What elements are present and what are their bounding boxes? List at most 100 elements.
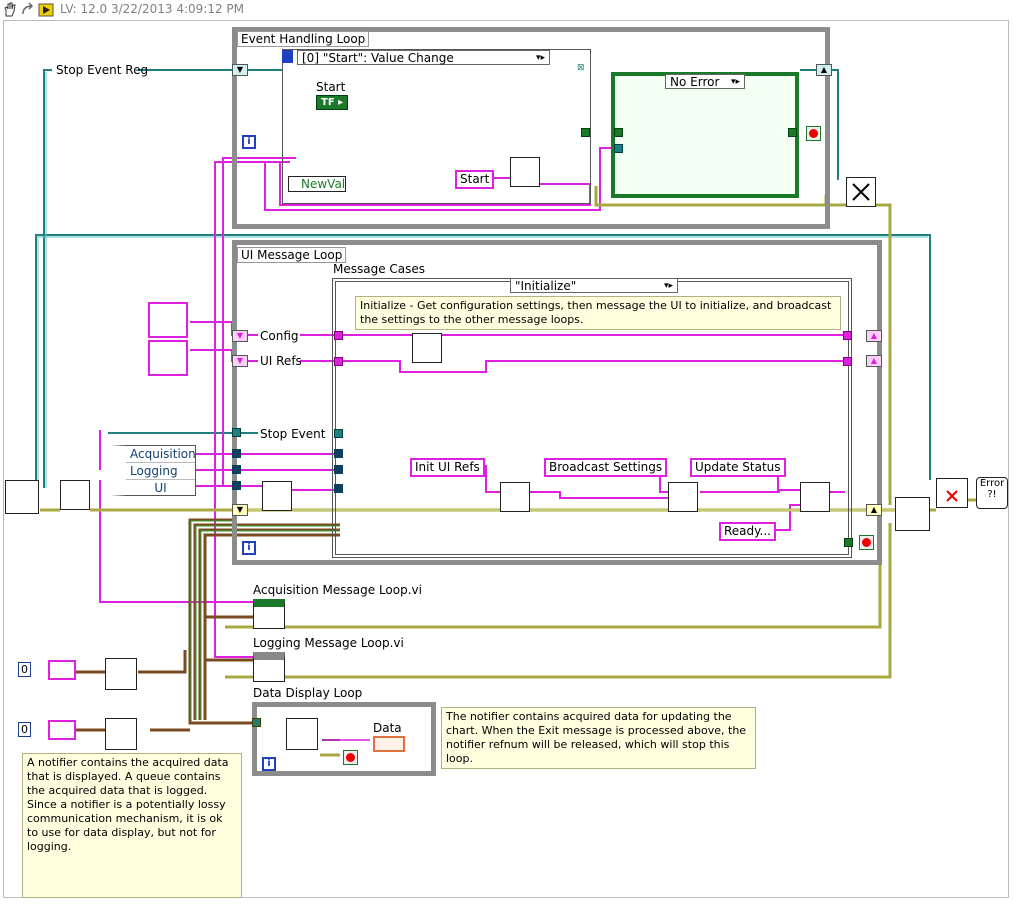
toolbar: LV: 12.0 3/22/2013 4:09:12 PM [0,0,1014,20]
event-selector[interactable]: [0] "Start": Value Change ▾▸ [297,50,550,65]
event-structure[interactable] [282,49,591,204]
log-subvi-icon[interactable] [253,652,285,682]
start-bool-terminal[interactable]: TF ▸ [316,95,349,110]
start-label: Start [316,80,346,94]
shift-register-left[interactable]: ▼ [232,64,248,76]
block-diagram [3,20,1009,898]
ui-message-loop[interactable] [232,240,882,565]
notifier-comment: A notifier contains the acquired data th… [22,753,242,898]
enqueue-message-icon-3[interactable] [800,482,830,512]
cluster-item-logging: Logging [126,463,195,480]
create-stop-event-icon[interactable] [5,480,39,514]
tunnel [232,481,241,490]
zero-text-2: 0 [21,723,28,736]
wait-on-notification-icon[interactable] [286,718,318,750]
chevron-down-icon: ▾▸ [535,53,545,63]
stop-event-label: Stop Event [260,427,326,441]
notifier-size-const[interactable]: 0 [18,722,31,737]
uirefs-shift-register[interactable]: ▼ [232,355,248,367]
event-loop-stop-icon[interactable] [806,126,821,141]
ui-loop-stop-icon[interactable] [859,535,874,550]
config-label: Config [260,329,299,343]
case-selector-text: "Initialize" [515,279,577,293]
tunnel [232,465,241,474]
tunnel [334,331,343,340]
zero-text-1: 0 [21,663,28,676]
log-vi-label: Logging Message Loop.vi [253,636,404,650]
error-case-text: No Error [670,75,720,89]
hand-icon[interactable] [2,2,18,18]
enqueue-message-icon-1[interactable] [500,482,530,512]
teal-tunnel [614,144,623,153]
vi-title: LV: 12.0 3/22/2013 4:09:12 PM [60,2,244,16]
config-shift-register-right[interactable]: ▲ [866,330,882,342]
arrows-icon[interactable] [20,2,36,18]
data-label: Data [373,721,402,735]
uirefs-constant-icon[interactable] [148,340,188,376]
start-message-const[interactable]: Start [455,170,495,189]
dequeue-message-icon[interactable] [262,481,292,511]
run-icon[interactable] [38,2,54,18]
data-loop-stop-icon[interactable] [343,750,358,765]
create-queues-icon[interactable] [60,480,90,510]
stop-event-reg-label: Stop Event Reg [56,63,149,77]
data-chart-terminal[interactable] [373,736,405,752]
tunnel [843,331,852,340]
info-icon: i [242,135,256,149]
event-selector-text: [0] "Start": Value Change [302,51,454,65]
event-timeout-icon [282,50,293,63]
ready-msg[interactable]: Ready... [719,522,776,541]
error-handler-icon[interactable]: Error ?! [976,477,1008,509]
chevron-down-icon: ▾▸ [663,281,673,291]
queue-type-const[interactable] [48,660,76,680]
dynamic-event-icon: ⊠ [577,63,585,73]
tunnel [334,465,343,474]
error-handler-text: Error ?! [979,478,1005,500]
uirefs-label: UI Refs [260,354,302,368]
update-status-msg[interactable]: Update Status [690,458,786,477]
error-case-selector[interactable]: No Error ▾▸ [665,74,745,89]
newval-text: NewVal [301,177,346,191]
config-shift-register[interactable]: ▼ [232,330,248,342]
error-case-structure[interactable] [611,72,799,198]
tf-text: TF [321,97,335,108]
broadcast-settings-msg[interactable]: Broadcast Settings [544,458,668,477]
bool-tunnel [788,128,797,137]
enqueue-message-icon[interactable] [510,157,540,187]
event-handling-loop[interactable] [232,27,830,229]
ui-loop-label: UI Message Loop [237,247,347,263]
destroy-stop-event-icon[interactable] [936,478,968,508]
error-shift-register[interactable]: ▼ [232,504,248,516]
error-shift-register-right[interactable]: ▲ [866,504,882,516]
case-selector[interactable]: "Initialize" ▾▸ [510,278,678,293]
newval-node[interactable]: NewVal [288,176,346,192]
queue-size-const[interactable]: 0 [18,662,31,677]
bool-tunnel-in [614,128,623,137]
info-icon: i [242,541,256,555]
acq-vi-label: Acquisition Message Loop.vi [253,583,422,597]
enqueue-message-icon-2[interactable] [668,482,698,512]
event-loop-label: Event Handling Loop [237,31,370,47]
data-loop-comment: The notifier contains acquired data for … [441,707,756,769]
stop-event-tunnel [232,428,241,437]
unregister-events-icon[interactable] [846,177,876,207]
obtain-notifier-icon[interactable] [105,718,137,750]
notifier-type-const[interactable] [48,720,76,740]
bool-tunnel-event [581,128,590,137]
init-ui-refs-msg[interactable]: Init UI Refs [410,458,485,477]
message-queues-cluster[interactable]: Acquisition Logging UI [110,445,196,496]
acq-subvi-icon[interactable] [253,599,285,629]
shift-register-right[interactable]: ▲ [816,64,832,76]
message-cases-label: Message Cases [333,262,426,276]
uirefs-shift-register-right[interactable]: ▲ [866,355,882,367]
cluster-item-ui: UI [154,481,167,495]
data-display-loop[interactable] [252,702,436,776]
merge-errors-icon[interactable] [895,497,930,531]
config-constant-icon[interactable] [148,302,188,338]
obtain-queue-icon[interactable] [105,658,137,690]
tunnel [843,357,852,366]
tunnel [232,449,241,458]
tunnel [334,484,343,493]
config-subvi-icon[interactable] [412,333,442,363]
chevron-down-icon: ▾▸ [730,77,740,87]
